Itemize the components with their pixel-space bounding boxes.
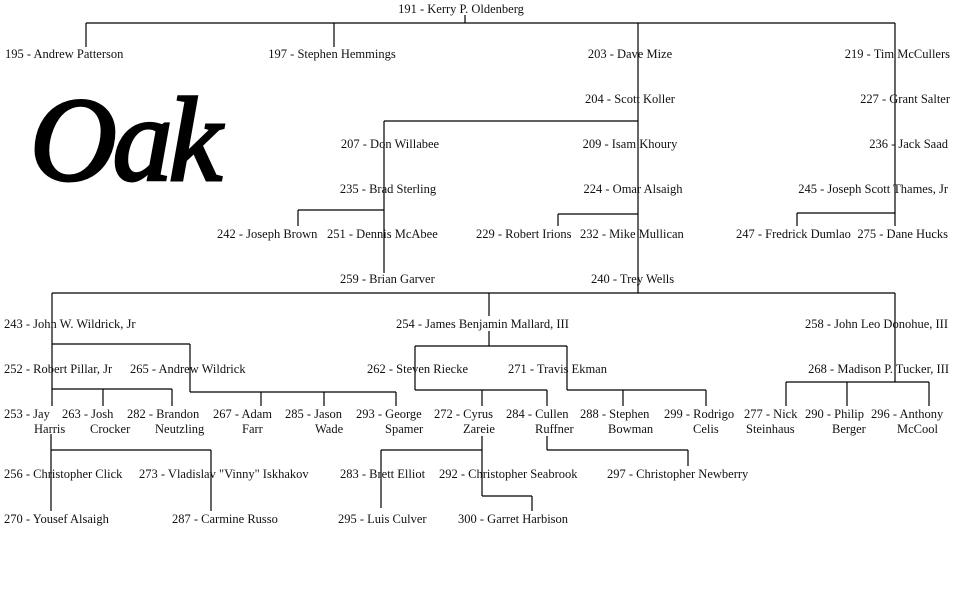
node-297: 297 - Christopher Newberry <box>607 467 749 481</box>
node-240: 240 - Trey Wells <box>591 272 674 286</box>
node-247: 247 - Fredrick Dumlao <box>736 227 851 241</box>
oak-logo: Oak <box>30 73 225 206</box>
node-195: 195 - Andrew Patterson <box>5 47 124 61</box>
node-292: 292 - Christopher Seabrook <box>439 467 578 481</box>
node-262: 262 - Steven Riecke <box>367 362 468 376</box>
node-245: 245 - Joseph Scott Thames, Jr <box>798 182 949 196</box>
node-287: 287 - Carmine Russo <box>172 512 278 526</box>
node-252: 252 - Robert Pillar, Jr <box>4 362 113 376</box>
node-295: 295 - Luis Culver <box>338 512 427 526</box>
node-label-line2: Bowman <box>608 422 654 436</box>
node-label-line1: 267 - Adam <box>213 407 272 421</box>
node-229: 229 - Robert Irions <box>476 227 572 241</box>
node-label-line2: Ruffner <box>535 422 574 436</box>
node-251: 251 - Dennis McAbee <box>327 227 438 241</box>
node-224: 224 - Omar Alsaigh <box>584 182 684 196</box>
node-label-line2: Crocker <box>90 422 131 436</box>
node-259: 259 - Brian Garver <box>340 272 436 286</box>
node-283: 283 - Brett Elliot <box>340 467 426 481</box>
node-232: 232 - Mike Mullican <box>580 227 685 241</box>
node-235: 235 - Brad Sterling <box>340 182 437 196</box>
node-label-line1: 277 - Nick <box>744 407 798 421</box>
node-203: 203 - Dave Mize <box>588 47 673 61</box>
node-label-line1: 253 - Jay <box>4 407 51 421</box>
node-197: 197 - Stephen Hemmings <box>268 47 396 61</box>
node-236: 236 - Jack Saad <box>869 137 949 151</box>
node-label-line2: Spamer <box>385 422 424 436</box>
connector-lines <box>50 15 930 511</box>
node-191: 191 - Kerry P. Oldenberg <box>398 2 525 16</box>
node-label-line2: Wade <box>315 422 344 436</box>
node-label-line2: Berger <box>832 422 867 436</box>
node-265: 265 - Andrew Wildrick <box>130 362 246 376</box>
node-label-line2: Harris <box>34 422 65 436</box>
node-label-line1: 284 - Cullen <box>506 407 569 421</box>
node-label-line2: Celis <box>693 422 719 436</box>
node-270: 270 - Yousef Alsaigh <box>4 512 110 526</box>
node-268: 268 - Madison P. Tucker, III <box>808 362 949 376</box>
tree-nodes: 191 - Kerry P. Oldenberg 195 - Andrew Pa… <box>4 2 951 526</box>
node-243: 243 - John W. Wildrick, Jr <box>4 317 136 331</box>
node-219: 219 - Tim McCullers <box>845 47 950 61</box>
node-207: 207 - Don Willabee <box>341 137 440 151</box>
node-204: 204 - Scott Koller <box>585 92 676 106</box>
node-258: 258 - John Leo Donohue, III <box>805 317 948 331</box>
node-label-line1: 282 - Brandon <box>127 407 200 421</box>
node-300: 300 - Garret Harbison <box>458 512 569 526</box>
node-271: 271 - Travis Ekman <box>508 362 608 376</box>
node-254: 254 - James Benjamin Mallard, III <box>396 317 569 331</box>
node-label-line1: 293 - George <box>356 407 422 421</box>
node-209: 209 - Isam Khoury <box>583 137 679 151</box>
node-label-line1: 290 - Philip <box>805 407 864 421</box>
node-label-line1: 263 - Josh <box>62 407 114 421</box>
node-256: 256 - Christopher Click <box>4 467 123 481</box>
node-label-line2: McCool <box>897 422 939 436</box>
node-242: 242 - Joseph Brown <box>217 227 318 241</box>
node-227: 227 - Grant Salter <box>860 92 951 106</box>
node-label-line2: Steinhaus <box>746 422 795 436</box>
node-273: 273 - Vladislav "Vinny" Iskhakov <box>139 467 309 481</box>
node-label-line1: 272 - Cyrus <box>434 407 493 421</box>
node-275: 275 - Dane Hucks <box>857 227 948 241</box>
node-label-line2: Farr <box>242 422 264 436</box>
node-label-line1: 296 - Anthony <box>871 407 944 421</box>
node-label-line1: 299 - Rodrigo <box>664 407 734 421</box>
node-label-line1: 288 - Stephen <box>580 407 650 421</box>
node-label-line1: 285 - Jason <box>285 407 343 421</box>
node-label-line2: Neutzling <box>155 422 205 436</box>
node-label-line2: Zareie <box>463 422 495 436</box>
